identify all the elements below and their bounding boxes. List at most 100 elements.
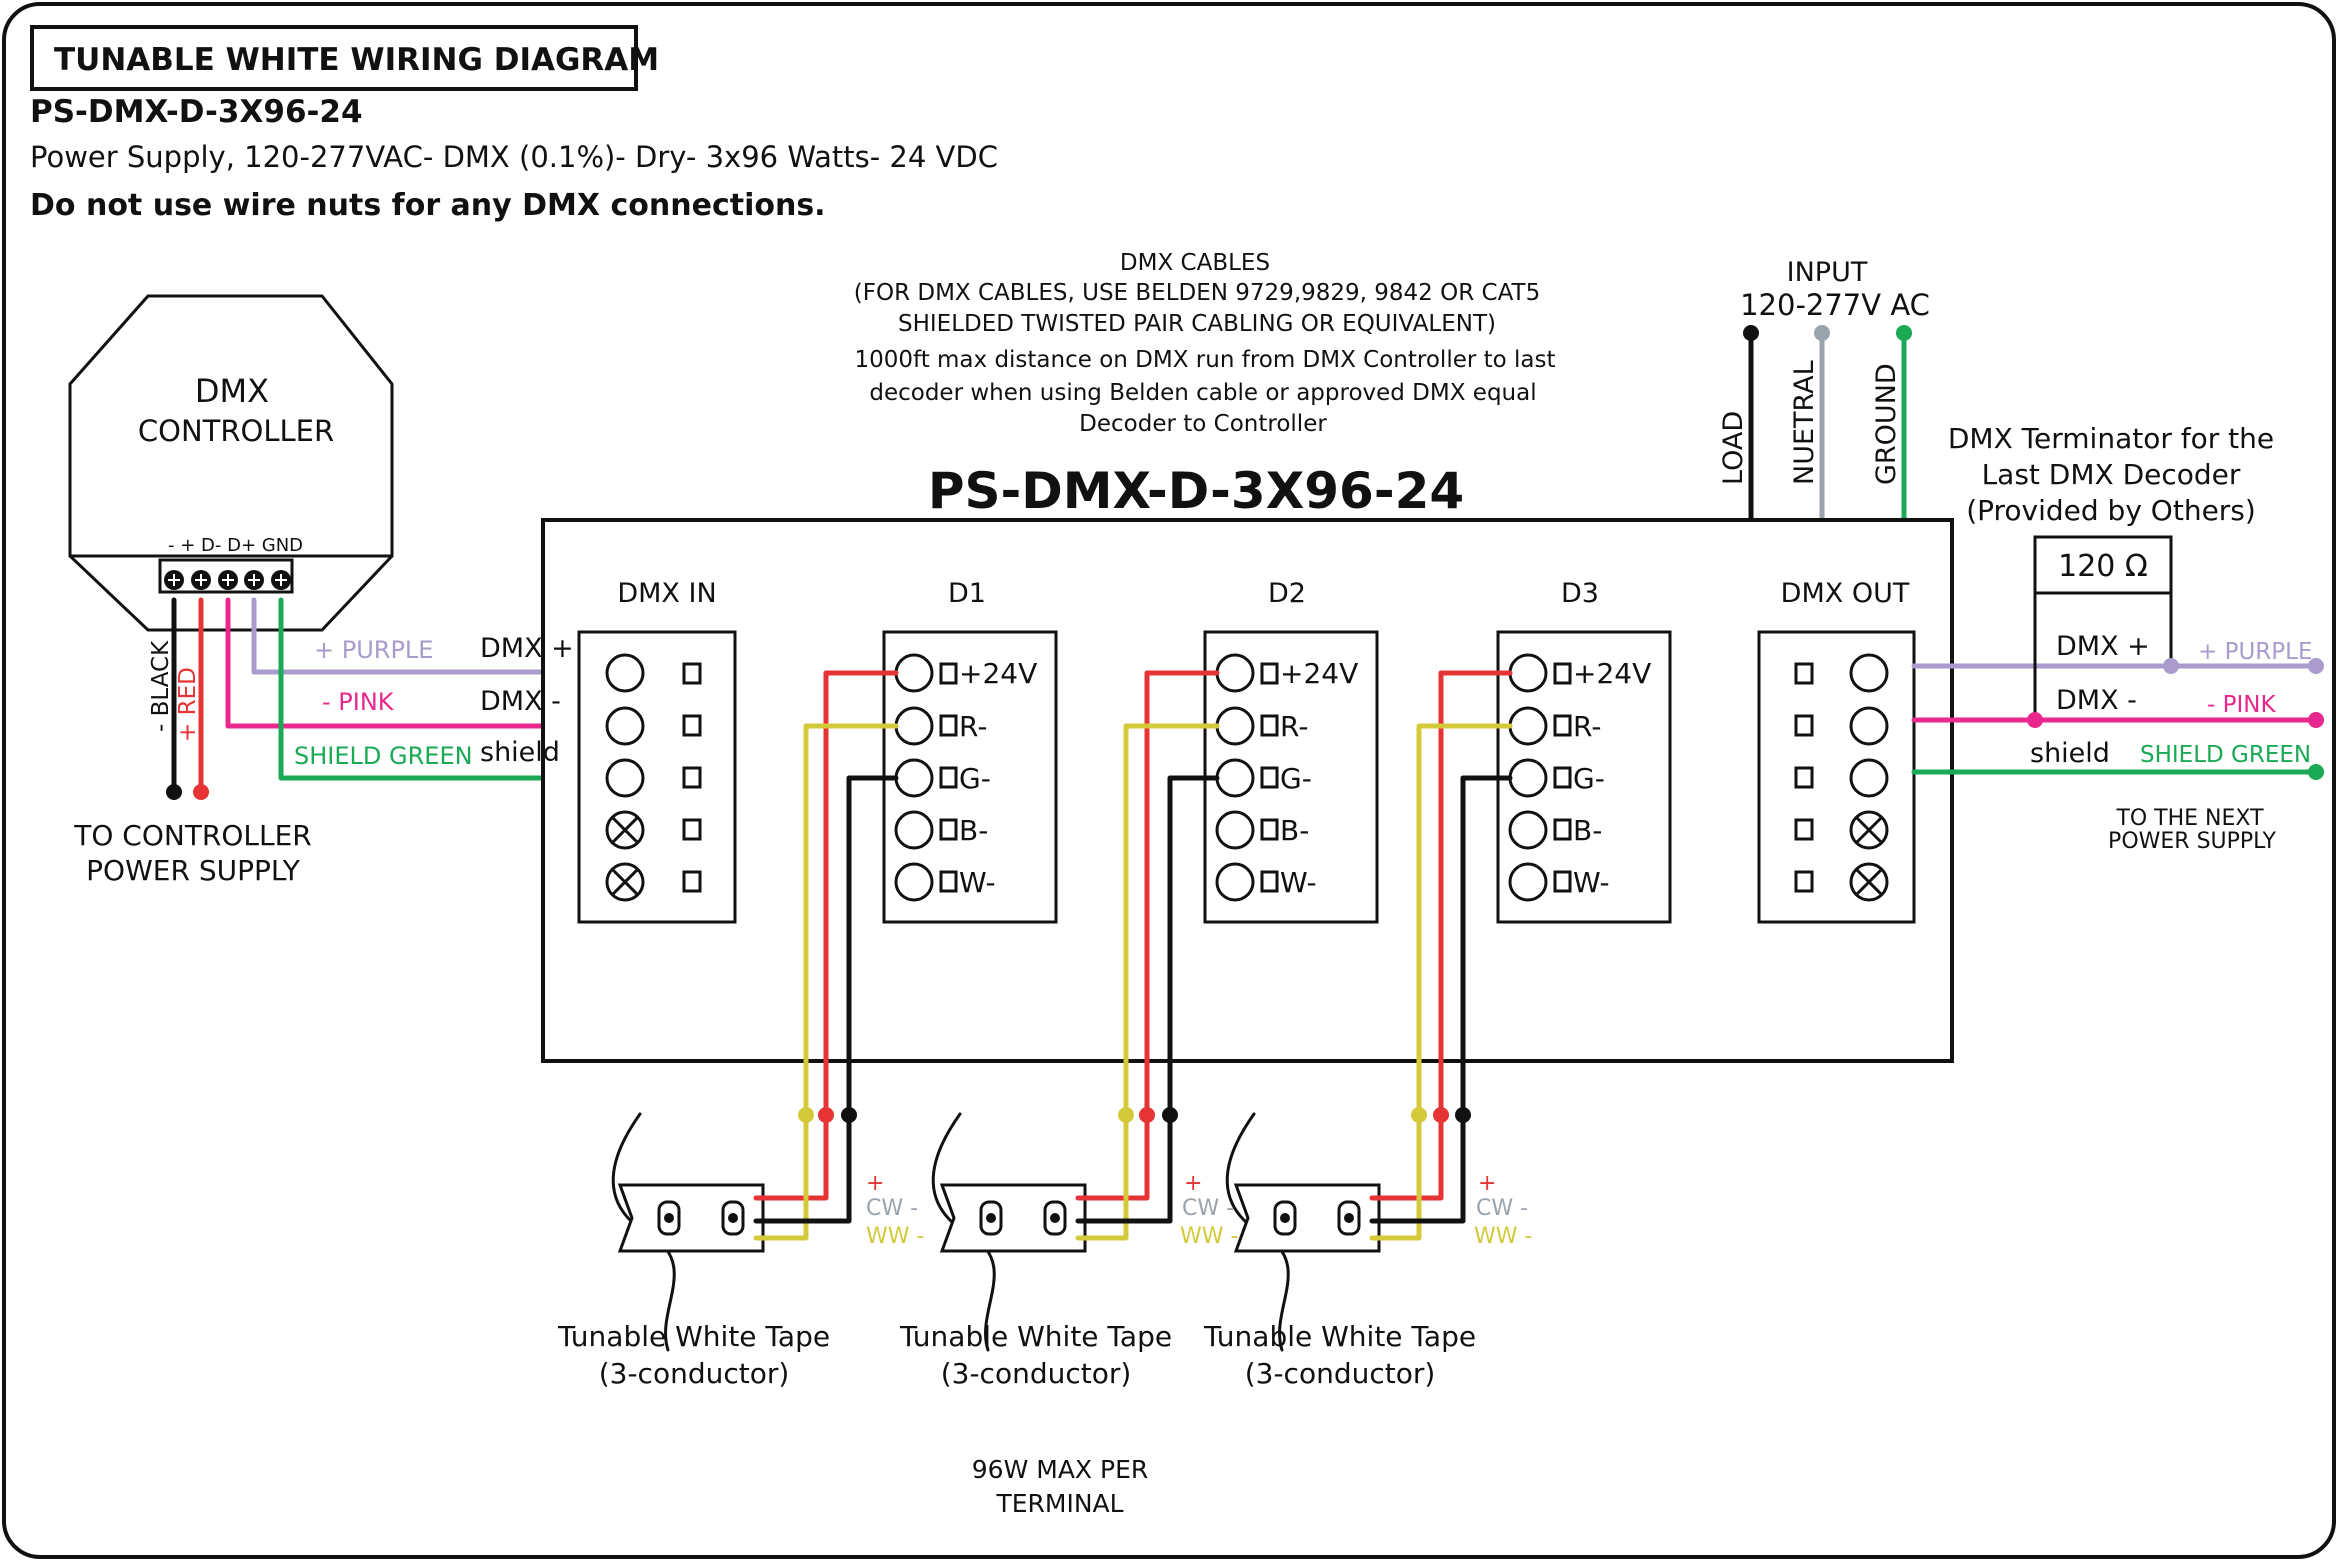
tape-3-cw: CW - [1476,1196,1528,1221]
d1-pin-w: W- [959,866,996,899]
tape-2-ww: WW - [1180,1224,1238,1249]
in-dmx-plus: DMX + [480,633,574,664]
out-green-end [2308,764,2324,780]
note-line-2: (FOR DMX CABLES, USE BELDEN 9729,9829, 9… [854,280,1540,306]
d1-pin-r: R- [959,710,987,743]
out-purple-end [2308,658,2324,674]
diagram-title: TUNABLE WHITE WIRING DIAGRAM [54,42,659,78]
out-purple-label: + PURPLE [2198,639,2312,665]
in-shield: shield [480,737,560,768]
tape-3-ww: WW - [1474,1224,1532,1249]
tape-2 [931,1112,1173,1352]
tape-3-plus: + [1478,1171,1496,1196]
to-controller-supply-1: TO CONTROLLER [73,819,312,852]
d1-pin-g: G- [959,762,991,795]
in-pink-label: - PINK [322,688,395,716]
in-dmx-minus: DMX - [480,686,561,717]
controller-title: DMX [195,372,269,410]
tape-2-cw: CW - [1182,1196,1234,1221]
to-controller-supply-2: POWER SUPPLY [86,854,301,887]
input-title: INPUT [1787,257,1868,288]
tape-3-label: Tunable White Tape [1203,1320,1476,1353]
d3-pin-b: B- [1573,814,1602,847]
note-line-5: decoder when using Belden cable or appro… [869,380,1536,406]
d2-pin-24v: +24V [1280,657,1358,690]
tape-1-sub: (3-conductor) [599,1357,790,1390]
dmx-in-block [577,630,737,924]
dmx-controller-body [68,294,394,632]
black-wire-label: - BLACK [148,640,174,732]
terminator-resistor [2033,535,2173,595]
d3-block: +24V R- G- B- W- [1496,630,1672,924]
terminator-note-1: DMX Terminator for the [1948,422,2274,455]
terminator-node-minus [2027,712,2043,728]
ground-label: GROUND [1871,363,1902,485]
out-shield: shield [2030,738,2110,769]
note-line-1: DMX CABLES [1120,250,1270,276]
d2-block: +24V R- G- B- W- [1203,630,1379,924]
footer-line-2: TERMINAL [995,1489,1123,1518]
in-green-label: SHIELD GREEN [294,742,473,770]
tape-1-plus: + [866,1171,884,1196]
tape-2-label: Tunable White Tape [899,1320,1172,1353]
tape-1 [611,1112,852,1352]
out-dmx-minus: DMX - [2056,685,2137,716]
model-number: PS-DMX-D-3X96-24 [30,94,363,130]
title-box [30,25,638,91]
tape-1-cw: CW - [866,1196,918,1221]
d2-label: D2 [1268,578,1306,609]
footer-line-1: 96W MAX PER [972,1455,1148,1484]
controller-subtitle: CONTROLLER [138,414,334,448]
d3-label: D3 [1561,578,1599,609]
out-pink-label: - PINK [2207,692,2276,718]
controller-pin-labels: - + D- D+ GND [168,535,303,556]
d3-pin-24v: +24V [1573,657,1651,690]
neutral-terminal [1814,325,1830,341]
load-terminal [1743,325,1759,341]
tape-3-sub: (3-conductor) [1245,1357,1436,1390]
dmx-cables-note: DMX CABLES (FOR DMX CABLES, USE BELDEN 9… [854,250,1556,437]
d3-pin-r: R- [1573,710,1601,743]
next-supply-2: POWER SUPPLY [2108,829,2276,854]
d1-block: +24V R- G- B- W- [882,630,1058,924]
warning-text: Do not use wire nuts for any DMX connect… [30,188,826,223]
note-line-4: 1000ft max distance on DMX run from DMX … [854,347,1555,373]
red-wire-end [193,784,209,800]
dmx-out-label: DMX OUT [1781,578,1910,609]
d1-label: D1 [948,578,986,609]
tape-2-plus: + [1184,1171,1202,1196]
load-label: LOAD [1718,411,1749,485]
next-supply-1: TO THE NEXT [2115,806,2264,831]
out-green-label: SHIELD GREEN [2140,742,2311,768]
device-title: PS-DMX-D-3X96-24 [928,462,1464,520]
out-dmx-plus: DMX + [2056,631,2150,662]
d3-pin-w: W- [1573,866,1610,899]
note-line-6: Decoder to Controller [1079,411,1327,437]
neutral-label: NUETRAL [1789,360,1820,485]
note-line-3: SHIELDED TWISTED PAIR CABLING OR EQUIVAL… [898,311,1496,337]
red-wire-label: + RED [175,667,201,742]
d2-pin-g: G- [1280,762,1312,795]
out-pink-end [2308,712,2324,728]
product-description: Power Supply, 120-277VAC- DMX (0.1%)- Dr… [30,140,998,174]
input-voltage: 120-277V AC [1740,288,1930,322]
terminator-note-3: (Provided by Others) [1966,494,2256,527]
d2-pin-r: R- [1280,710,1308,743]
in-purple-label: + PURPLE [314,636,433,664]
resistor-value: 120 Ω [2058,549,2148,584]
dmx-in-label: DMX IN [617,578,716,609]
d2-pin-b: B- [1280,814,1309,847]
d1-pin-24v: +24V [959,657,1037,690]
tape-1-ww: WW - [866,1224,924,1249]
d3-pin-g: G- [1573,762,1605,795]
terminator-note-2: Last DMX Decoder [1982,458,2241,491]
tape-3 [1225,1112,1466,1352]
tape-1-label: Tunable White Tape [557,1320,830,1353]
ground-terminal [1896,325,1912,341]
dmx-out-block [1757,630,1916,924]
d2-pin-w: W- [1280,866,1317,899]
terminator-node-plus [2163,658,2179,674]
tape-2-sub: (3-conductor) [941,1357,1132,1390]
black-wire-end [166,784,182,800]
